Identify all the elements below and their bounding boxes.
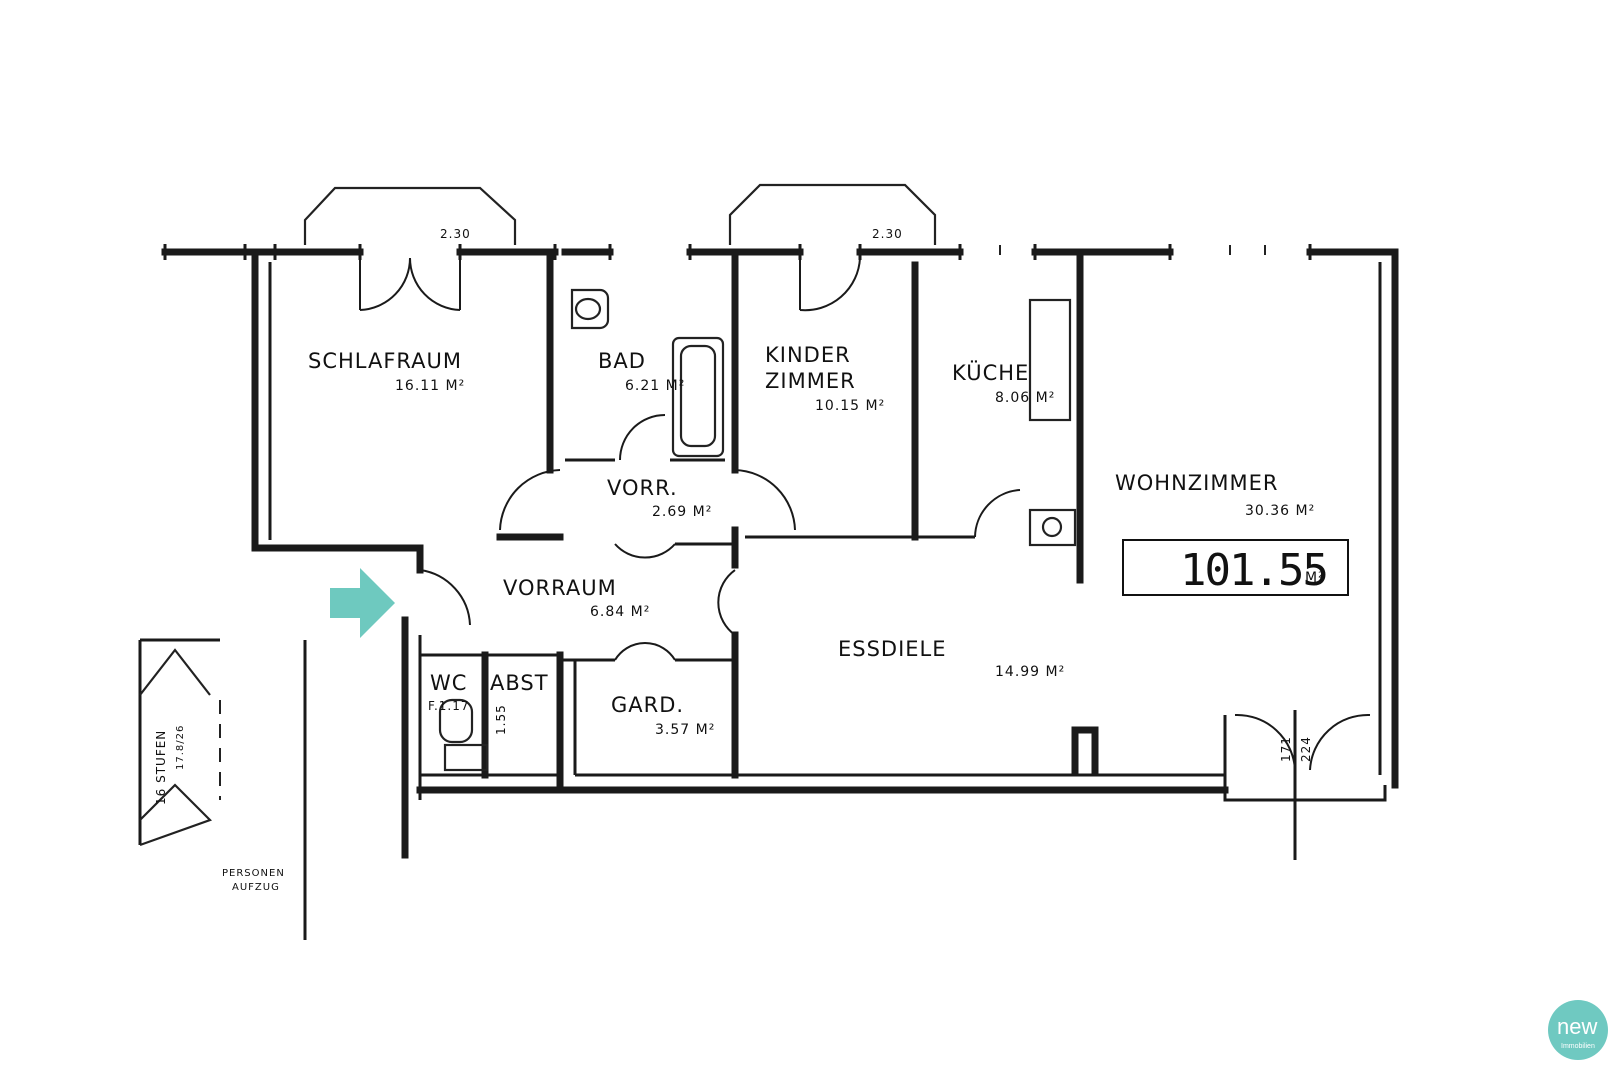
room-label-vorr: VORR. (607, 476, 678, 500)
room-area-kinderzimmer: 10.15 M² (815, 398, 885, 414)
dimension-window-left: 2.30 (440, 227, 471, 241)
fixtures (438, 288, 1077, 772)
entrance-arrow-icon (330, 568, 395, 638)
room-area-vorraum: 6.84 M² (590, 604, 650, 620)
stairs-label: 16 STUFEN (154, 730, 168, 805)
room-label-wc: WC (430, 671, 467, 695)
dimension-door-2: 224 (1299, 736, 1313, 762)
lift-label-2: AUFZUG (232, 882, 280, 893)
room-area-essdiele: 14.99 M² (995, 664, 1065, 680)
doors (359, 255, 1371, 860)
room-label-schlafraum: SCHLAFRAUM (308, 349, 462, 373)
room-label-abst: ABST (490, 671, 549, 695)
room-area-abst: 1.55 (494, 704, 508, 735)
walls (161, 244, 1399, 859)
room-label-vorraum: VORRAUM (503, 576, 617, 600)
total-area-unit: M² (1305, 570, 1325, 586)
room-label-bad: BAD (598, 349, 646, 373)
room-area-wohnzimmer: 30.36 M² (1245, 503, 1315, 519)
room-area-vorr: 2.69 M² (652, 504, 712, 520)
bay-windows (303, 183, 1266, 255)
room-area-wc: F.1.17 (428, 699, 470, 713)
room-area-kueche: 8.06 M² (995, 390, 1055, 406)
room-label-essdiele: ESSDIELE (838, 637, 947, 661)
stairs-sub: 17.8/26 (175, 725, 186, 770)
room-label-kinder: KINDER (765, 343, 851, 367)
dimension-window-mid: 2.30 (872, 227, 903, 241)
room-label-wohnzimmer: WOHNZIMMER (1115, 471, 1278, 495)
logo-tagline: Immobilien (1561, 1043, 1595, 1050)
room-label-zimmer: ZIMMER (765, 369, 856, 393)
staircase: 16 STUFEN 17.8/26 PERSONEN AUFZUG (138, 638, 307, 940)
lift-label-1: PERSONEN (222, 868, 285, 879)
dimension-door-1: 171 (1279, 736, 1293, 762)
room-label-kueche: KÜCHE (952, 360, 1029, 385)
logo-brand: new (1557, 1014, 1597, 1039)
total-area-value: 101.55 (1180, 545, 1327, 596)
brand-logo: new Immobilien (1548, 1000, 1608, 1060)
room-area-schlafraum: 16.11 M² (395, 378, 465, 394)
room-area-gard: 3.57 M² (655, 722, 715, 738)
room-label-gard: GARD. (611, 693, 684, 717)
room-labels: SCHLAFRAUM 16.11 M² BAD 6.21 M² KINDER Z… (308, 343, 1315, 738)
room-area-bad: 6.21 M² (625, 378, 685, 394)
total-area-box: 101.55 M² (1122, 539, 1349, 596)
